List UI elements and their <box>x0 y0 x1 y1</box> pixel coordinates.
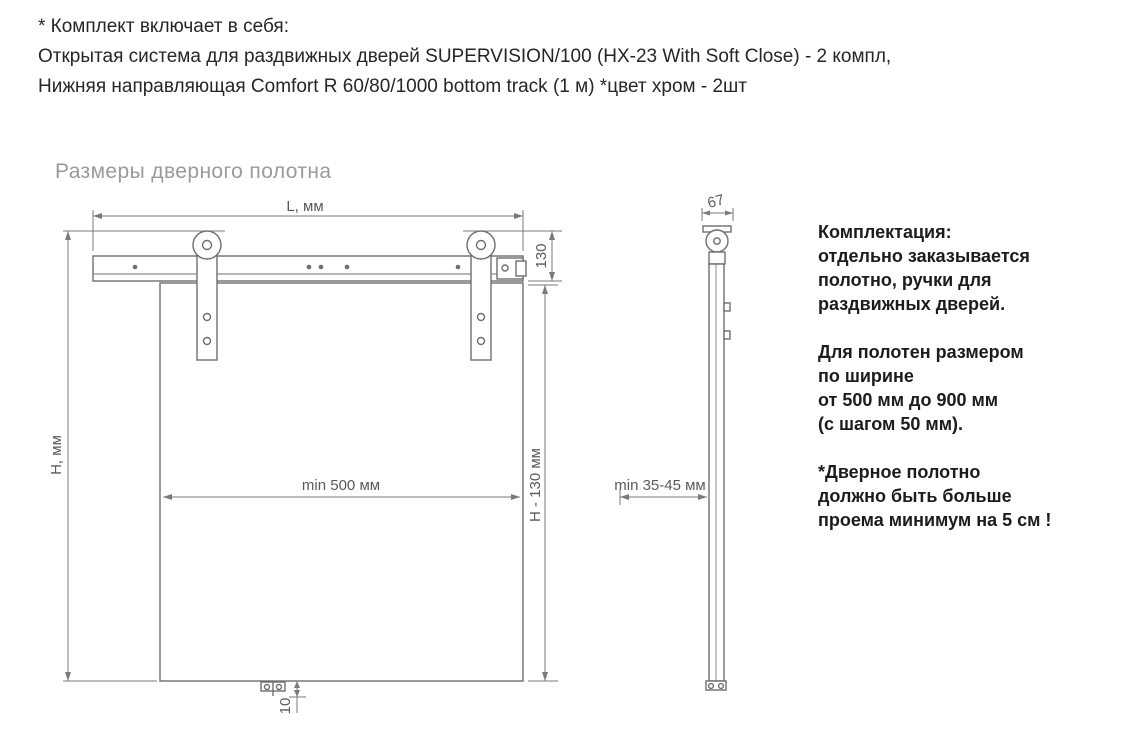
label-track-height: 130 <box>533 243 550 268</box>
side-roller <box>705 229 729 253</box>
dimension-total-width: L, мм <box>92 198 524 251</box>
label-total-height: H, мм <box>48 435 65 475</box>
notes-line: Для полотен размером <box>818 342 1024 362</box>
notes-spacer <box>818 436 1118 460</box>
notes-line: от 500 мм до 900 мм <box>818 390 999 410</box>
dimension-wall-distance: min 35-45 мм <box>614 477 707 505</box>
notes-line: раздвижных дверей. <box>818 294 1006 314</box>
notes-spacer <box>818 316 1118 340</box>
side-floor-guide <box>705 680 727 691</box>
label-bottom-clearance: 10 <box>277 698 294 715</box>
side-door-slab <box>708 263 725 682</box>
dimension-track-height: 130 <box>528 231 562 282</box>
dimensions: L, мм H, мм 130 H - 130 мм <box>48 191 734 714</box>
notes-block: Комплектация: отдельно заказывается поло… <box>818 220 1118 532</box>
notes-line: отдельно заказывается <box>818 246 1030 266</box>
notes-line: по ширине <box>818 366 914 386</box>
label-door-height: H - 130 мм <box>527 448 544 522</box>
notes-line: (с шагом 50 мм). <box>818 414 964 434</box>
notes-line: проема минимум на 5 см ! <box>818 510 1052 530</box>
label-side-width: 67 <box>706 191 726 212</box>
door-panel <box>159 282 524 682</box>
header-line-1: * Комплект включает в себя: <box>38 16 289 37</box>
notes-line: должно быть больше <box>818 486 1012 506</box>
dimension-bottom-clearance: 10 <box>277 681 306 714</box>
dimension-door-min-width: min 500 мм <box>163 477 520 500</box>
front-view <box>92 230 527 696</box>
header-text: * Комплект включает в себя: Открытая сис… <box>38 12 1108 102</box>
notes-line: Комплектация: <box>818 222 952 242</box>
soft-close-block <box>496 257 527 280</box>
side-view <box>702 225 732 691</box>
label-wall-distance: min 35-45 мм <box>614 477 706 494</box>
hanger-left <box>192 230 222 361</box>
hanger-right <box>466 230 496 361</box>
dimension-total-height: H, мм <box>48 230 562 682</box>
header-line-3: Нижняя направляющая Comfort R 60/80/1000… <box>38 76 747 97</box>
diagram-title: Размеры дверного полотна <box>55 160 332 183</box>
label-total-width: L, мм <box>286 198 323 215</box>
notes-line: *Дверное полотно <box>818 462 981 482</box>
header-line-2: Открытая система для раздвижных дверей S… <box>38 46 892 67</box>
dimension-door-height: H - 130 мм <box>527 284 558 682</box>
dimension-side-width: 67 <box>701 191 734 221</box>
floor-guide <box>260 681 286 696</box>
notes-line: полотно, ручки для <box>818 270 992 290</box>
label-door-min-width: min 500 мм <box>302 477 380 494</box>
